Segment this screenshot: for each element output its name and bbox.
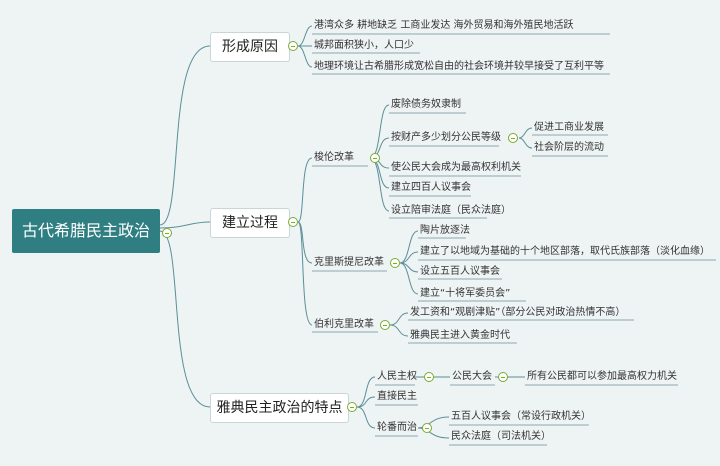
solon-item[interactable]: 废除债务奴隶制 [391,99,461,110]
feature-sovereignty[interactable]: 人民主权 [377,371,417,382]
sovereignty-assembly[interactable]: 公民大会 [452,371,492,382]
collapse-icon[interactable] [380,320,390,330]
collapse-icon[interactable] [347,402,357,412]
branch-features[interactable]: 雅典民主政治的特点 [210,393,349,423]
branch-process[interactable]: 建立过程 [210,208,290,238]
reason-item[interactable]: 城邦面积狭小，人口少 [314,40,414,51]
collapse-icon[interactable] [508,133,518,143]
collapse-icon[interactable] [422,423,432,433]
collapse-icon[interactable] [424,372,434,382]
sovereignty-detail[interactable]: 所有公民都可以参加最高权力机关 [527,371,677,382]
collapse-icon[interactable] [288,217,298,227]
reform-pericles[interactable]: 伯利克里改革 [314,319,374,330]
branch-reasons[interactable]: 形成原因 [210,32,290,62]
cleisthenes-item[interactable]: 设立五百人议事会 [420,266,500,277]
solon-item[interactable]: 按财产多少划分公民等级 [391,132,501,143]
collapse-icon[interactable] [370,153,380,163]
solon-subitem[interactable]: 促进工商业发展 [534,122,604,133]
rotation-item[interactable]: 五百人议事会（常设行政机关） [451,411,591,422]
solon-item[interactable]: 建立四百人议事会 [391,182,471,193]
reform-solon[interactable]: 梭伦改革 [314,152,354,163]
solon-item[interactable]: 设立陪审法庭（民众法庭） [391,205,511,216]
solon-subitem[interactable]: 社会阶层的流动 [534,142,604,153]
feature-rotation[interactable]: 轮番而治 [377,422,417,433]
collapse-icon[interactable] [498,372,508,382]
collapse-icon[interactable] [288,41,298,51]
solon-item[interactable]: 使公民大会成为最高权利机关 [391,162,521,173]
cleisthenes-item[interactable]: 建立“十将军委员会” [420,288,511,299]
reason-item[interactable]: 地理环境让古希腊形成宽松自由的社会环境并较早接受了互利平等 [314,61,604,72]
root-topic[interactable]: 古代希腊民主政治 [12,209,160,253]
cleisthenes-item[interactable]: 建立了以地域为基础的十个地区部落，取代氏族部落（淡化血缘） [420,246,710,257]
pericles-item[interactable]: 发工资和“观剧津贴”（部分公民对政治热情不高） [410,307,626,318]
cleisthenes-item[interactable]: 陶片放逐法 [420,225,470,236]
rotation-item[interactable]: 民众法庭（司法机关） [451,431,551,442]
reform-cleisthenes[interactable]: 克里斯提尼改革 [314,257,384,268]
pericles-item[interactable]: 雅典民主进入黄金时代 [410,330,510,341]
feature-direct[interactable]: 直接民主 [377,391,417,402]
collapse-icon[interactable] [162,228,172,238]
reason-item[interactable]: 港湾众多 耕地缺乏 工商业发达 海外贸易和海外殖民地活跃 [314,20,574,31]
collapse-icon[interactable] [390,258,400,268]
